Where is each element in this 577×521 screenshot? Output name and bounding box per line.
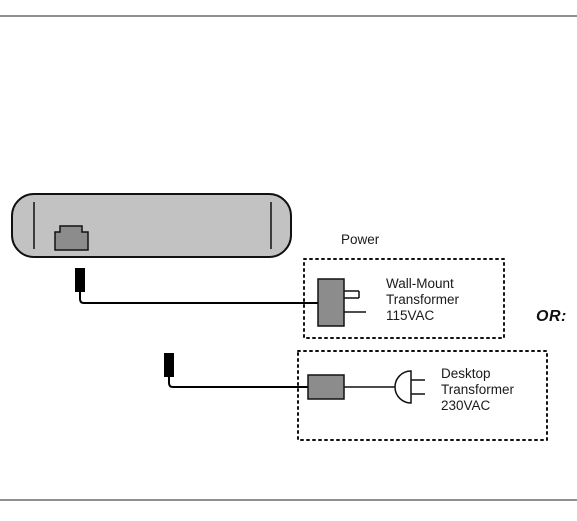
power-label: Power xyxy=(341,232,379,248)
device-body xyxy=(12,194,291,257)
wall-mount-line-2: Transformer xyxy=(386,292,459,308)
wall-plug-adapter-icon xyxy=(318,279,366,326)
wall-mount-line-1: Wall-Mount xyxy=(386,276,459,292)
ac-plug-icon xyxy=(395,371,425,403)
desktop-label: Desktop Transformer 230VAC xyxy=(441,366,514,414)
cable-desktop xyxy=(169,377,308,387)
dc-connector-2-icon xyxy=(164,353,174,377)
wall-mount-label: Wall-Mount Transformer 115VAC xyxy=(386,276,459,324)
cable-wall-mount xyxy=(80,292,318,303)
or-label: OR: xyxy=(536,308,567,326)
desktop-line-3: 230VAC xyxy=(441,398,514,414)
desktop-line-2: Transformer xyxy=(441,382,514,398)
wall-mount-line-3: 115VAC xyxy=(386,308,459,324)
desktop-transformer-icon xyxy=(308,375,344,399)
desktop-line-1: Desktop xyxy=(441,366,514,382)
dc-connector-icon xyxy=(75,268,85,292)
